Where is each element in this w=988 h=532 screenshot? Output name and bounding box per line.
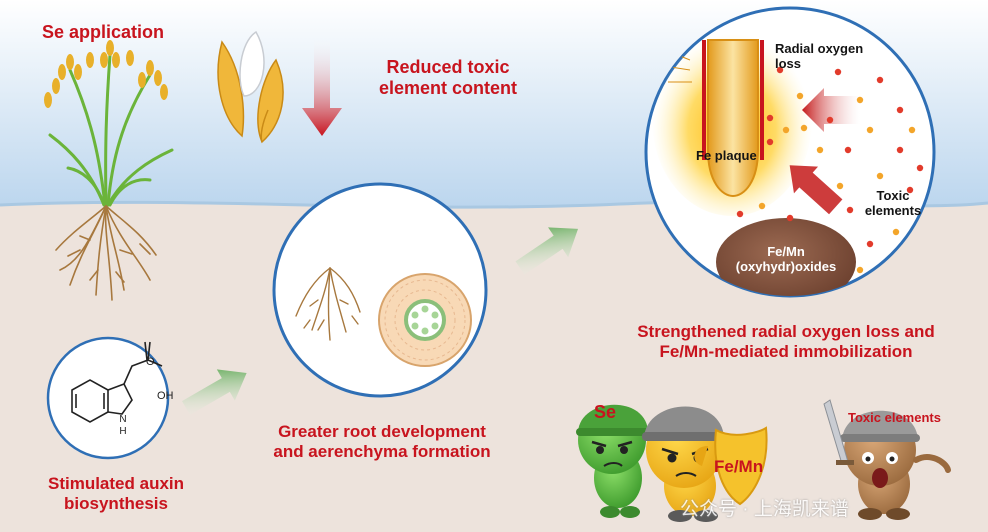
root-line1: Greater root development: [278, 422, 486, 441]
auxin-label: Stimulated auxin biosynthesis: [28, 474, 204, 514]
auxin-line1: Stimulated auxin: [47, 474, 185, 493]
character-femn-label: Fe/Mn: [714, 457, 764, 476]
toxic-particle: [866, 240, 874, 248]
strengthened-label: Strengthened radial oxygen loss and Fe/M…: [586, 322, 986, 362]
rice-plant: [44, 40, 174, 301]
toxic-particle: [816, 146, 824, 154]
reduced-toxic-label: Reduced toxic element content: [362, 57, 534, 99]
root-section-circle: [272, 182, 488, 398]
toxic-particle: [906, 186, 914, 194]
toxic-particle: [876, 76, 884, 84]
toxic-particle: [834, 68, 842, 76]
se-character: [576, 404, 650, 518]
toxic-elements-circle-label: Toxic elements: [858, 188, 928, 219]
molecule-oh-label: OH: [157, 390, 174, 402]
character-toxic-label: Toxic elements: [848, 410, 941, 425]
strengthened-line1: Strengthened radial oxygen loss and: [637, 322, 935, 341]
toxic-particle: [916, 164, 924, 172]
root-development-label: Greater root development and aerenchyma …: [244, 422, 520, 462]
toxic-character: [823, 399, 951, 520]
strengthened-line2: Fe/Mn-mediated immobilization: [659, 342, 913, 362]
fe-plaque-label: Fe plaque: [696, 148, 757, 163]
flow-arrow-1-icon: [182, 369, 247, 415]
toxic-particle: [736, 210, 744, 218]
toxic-particle: [856, 96, 864, 104]
rol-line1: Radial oxygen: [775, 41, 864, 56]
se-application-label: Se application: [42, 22, 165, 42]
toxic-particle: [758, 202, 766, 210]
toxic-particle: [896, 106, 904, 114]
molecule-h: H: [119, 425, 127, 437]
toxic-particle: [836, 182, 844, 190]
character-se-label: Se: [594, 402, 617, 422]
toxic-particle: [796, 92, 804, 100]
toxic-line2: elements: [864, 203, 922, 219]
toxic-particle: [844, 146, 852, 154]
toxic-particle: [766, 114, 774, 122]
molecule-o-label: O: [146, 356, 155, 368]
toxic-particle: [908, 126, 916, 134]
toxic-particle: [786, 214, 794, 222]
rol-line2: loss: [775, 55, 802, 71]
watermark: 公众号 · 上海凯来谱: [680, 499, 849, 520]
oxides-line1: Fe/Mn: [767, 244, 805, 259]
oxides-line2: (oxyhydr)oxides: [735, 259, 837, 275]
toxic-particle: [866, 126, 874, 134]
toxic-particle: [826, 116, 834, 124]
toxic-particle: [800, 124, 808, 132]
indole-molecule-circle: [46, 336, 170, 460]
flow-arrow-2-icon: [515, 227, 579, 275]
toxic-line1: Toxic: [876, 188, 910, 203]
toxic-particle: [846, 206, 854, 214]
molecule-n: N: [119, 414, 127, 425]
toxic-particle: [856, 266, 864, 274]
reduced-toxic-line1: Reduced toxic: [386, 57, 510, 77]
toxic-particle: [766, 138, 774, 146]
toxic-particle: [892, 228, 900, 236]
oxides-label: Fe/Mn (oxyhydr)oxides: [716, 244, 856, 275]
molecule-nh-label: N H: [117, 414, 129, 438]
toxic-particle: [876, 172, 884, 180]
rice-grains-icon: [217, 30, 284, 144]
toxic-particle: [776, 66, 784, 74]
auxin-line2: biosynthesis: [64, 494, 168, 514]
toxic-particle: [782, 126, 790, 134]
radial-oxygen-loss-label: Radial oxygen loss: [775, 41, 864, 72]
root-line2: and aerenchyma formation: [273, 442, 491, 462]
reduced-toxic-line2: element content: [378, 78, 518, 99]
toxic-particle: [896, 146, 904, 154]
femn-character: [642, 406, 768, 522]
reduce-arrow-icon: [302, 36, 342, 136]
